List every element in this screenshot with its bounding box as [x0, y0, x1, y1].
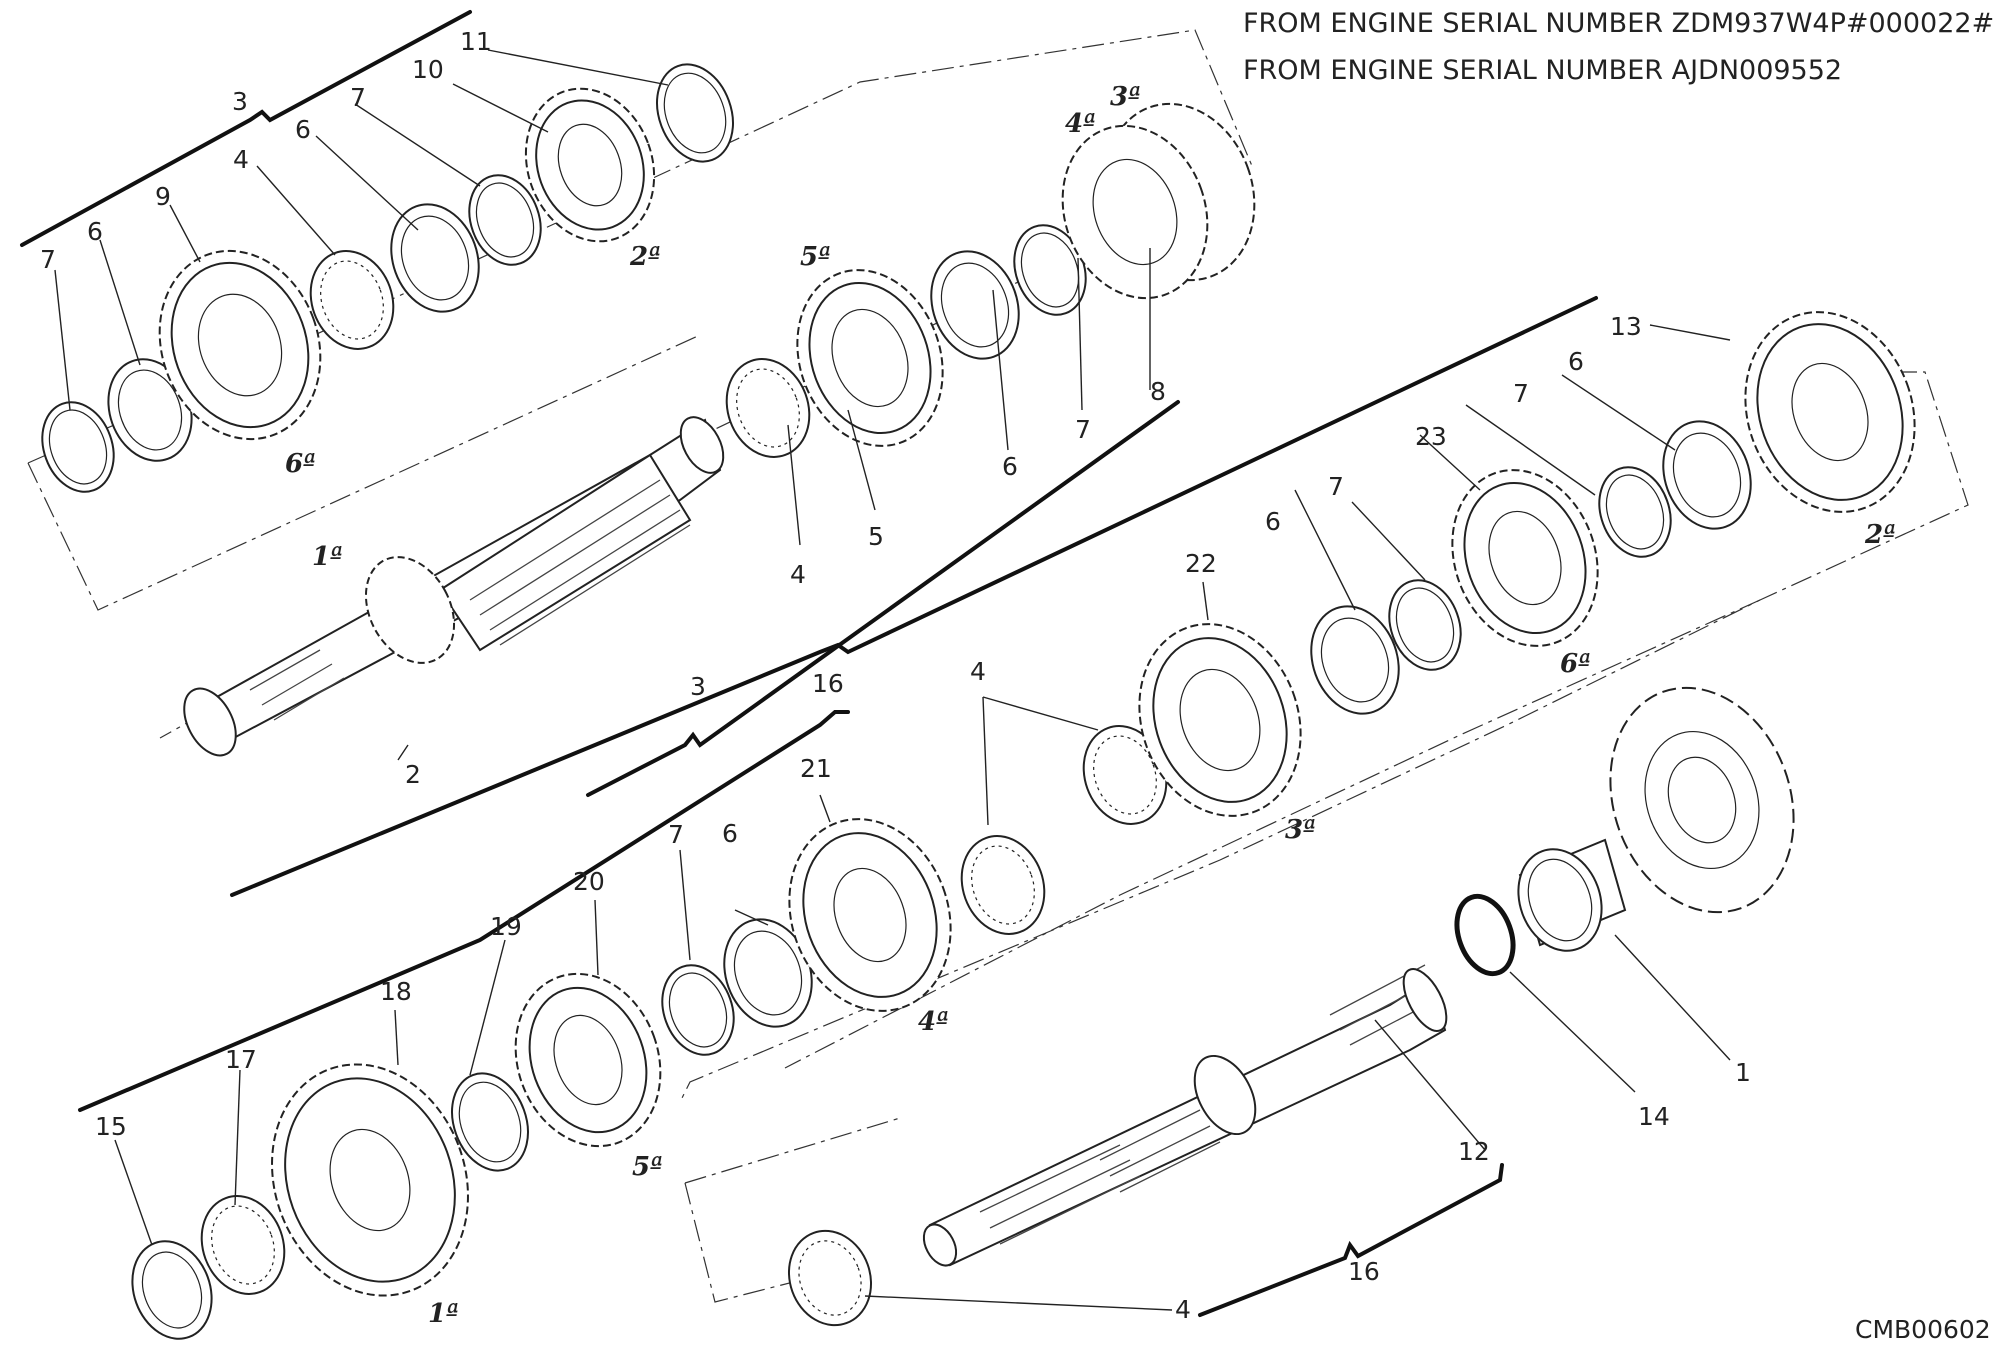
label-part-4-upper-left: 4 [233, 145, 249, 174]
group-braces [20, 10, 1598, 1317]
label-part-20: 20 [573, 867, 605, 896]
part-sprocket [1609, 686, 1795, 914]
gear-label-5th-lower: 5ª [632, 1152, 663, 1182]
label-part-3-upper: 3 [232, 87, 248, 116]
gear-label-3rd-upper: 3ª [1110, 82, 1141, 112]
label-part-6-middle: 6 [1265, 507, 1281, 536]
label-part-7-lower: 7 [668, 820, 684, 849]
gear-label-1st-lower: 1ª [428, 1299, 459, 1329]
gear-label-5th-upper: 5ª [800, 242, 831, 272]
label-part-7-upper-left: 7 [40, 245, 56, 274]
label-part-6-upper-left: 6 [87, 217, 103, 246]
part-snap-ring-11 [656, 63, 734, 163]
part-gear-21-4th [788, 818, 952, 1012]
label-part-10: 10 [412, 55, 444, 84]
gear-label-2nd-upper: 2ª [629, 242, 661, 272]
part-snap-ring-7-upper-right [1013, 224, 1087, 316]
part-gear-13-2nd [1744, 311, 1916, 513]
label-part-4-middle: 4 [970, 657, 986, 686]
label-part-11: 11 [460, 27, 492, 56]
part-number-labels: 11 10 3 7 6 4 9 6 7 8 7 6 5 4 3 2 13 6 7… [40, 27, 1751, 1324]
serial-number-line-1: FROM ENGINE SERIAL NUMBER ZDM937W4P#0000… [1243, 8, 1994, 39]
label-part-6-lower: 6 [722, 819, 738, 848]
label-part-5: 5 [868, 522, 884, 551]
part-snap-ring-7-lower [661, 964, 735, 1056]
serial-number-line-2: FROM ENGINE SERIAL NUMBER AJDN009552 [1243, 55, 1842, 86]
label-part-8: 8 [1150, 377, 1166, 406]
part-snap-ring-7-upper-left [41, 401, 115, 493]
label-part-4-lower: 4 [1175, 1295, 1191, 1324]
label-part-16-upper: 16 [812, 669, 844, 698]
part-gear-9-6th [158, 249, 322, 441]
part-gear-22-3rd [1138, 623, 1302, 817]
drawing-code: CMB00602 [1855, 1315, 1991, 1344]
label-part-6-middle-right: 6 [1568, 347, 1584, 376]
label-part-12: 12 [1458, 1137, 1490, 1166]
label-part-7-upper-mid: 7 [350, 83, 366, 112]
part-needle-bearing-4-middle-left [960, 835, 1046, 935]
label-part-3-lower: 3 [690, 672, 706, 701]
label-part-1: 1 [1735, 1058, 1751, 1087]
gear-label-4th-lower: 4ª [918, 1007, 949, 1037]
part-needle-bearing-17 [200, 1195, 286, 1295]
gear-ratio-labels: 3ª 4ª 2ª 5ª 6ª 1ª 2ª 6ª 3ª 4ª 5ª 1ª [285, 82, 1896, 1329]
part-thrust-washer-6-middle-right [1662, 420, 1752, 530]
label-part-7-middle-right: 7 [1513, 379, 1529, 408]
label-part-2: 2 [405, 760, 421, 789]
gear-label-1st-upper: 1ª [312, 542, 343, 572]
label-part-4-upper-center: 4 [790, 560, 806, 589]
part-needle-bearing-4-lower [787, 1229, 873, 1327]
part-snap-ring-7-middle [1388, 579, 1462, 671]
part-thrust-washer-6-upper-mid [390, 203, 480, 313]
part-thrust-washer-15 [131, 1240, 213, 1340]
label-part-14: 14 [1638, 1102, 1670, 1131]
label-part-19: 19 [490, 912, 522, 941]
gear-label-2nd-middle: 2ª [1864, 520, 1896, 550]
part-spacer-1 [1517, 838, 1627, 952]
gear-label-4th-upper: 4ª [1065, 109, 1096, 139]
part-gear-23-6th [1451, 469, 1599, 647]
part-gear-8-3rd-4th [1061, 102, 1256, 300]
label-part-9: 9 [155, 182, 171, 211]
gear-label-3rd-middle: 3ª [1285, 815, 1316, 845]
label-part-22: 22 [1185, 549, 1217, 578]
part-gear-18-1st [271, 1063, 469, 1297]
part-secondary-shaft-12 [922, 964, 1448, 1267]
label-part-7-middle: 7 [1328, 472, 1344, 501]
gear-label-6th-middle: 6ª [1560, 649, 1591, 679]
label-part-6-upper-mid: 6 [295, 115, 311, 144]
part-thrust-washer-6-middle [1310, 605, 1400, 715]
label-part-13: 13 [1610, 312, 1642, 341]
part-gear-5-5th [796, 269, 944, 447]
label-part-23: 23 [1415, 422, 1447, 451]
part-o-ring-14 [1454, 893, 1516, 977]
gear-label-6th-upper: 6ª [285, 449, 316, 479]
part-snap-ring-19 [451, 1072, 529, 1172]
part-needle-bearing-4-upper-left [309, 250, 395, 350]
label-part-7-upper-right: 7 [1075, 415, 1091, 444]
part-gear-20-5th [514, 972, 662, 1148]
label-part-18: 18 [380, 977, 412, 1006]
label-part-15: 15 [95, 1112, 127, 1141]
label-part-16-lower: 16 [1348, 1257, 1380, 1286]
part-primary-shaft-2 [183, 416, 725, 757]
part-snap-ring-7-middle-right [1598, 466, 1672, 558]
label-part-21: 21 [800, 754, 832, 783]
label-part-6-upper-right: 6 [1002, 452, 1018, 481]
leader-lines [54, 49, 1731, 1311]
part-gear-10-2nd [524, 87, 656, 243]
part-snap-ring-7-upper-mid [468, 174, 542, 266]
label-part-17: 17 [225, 1045, 257, 1074]
